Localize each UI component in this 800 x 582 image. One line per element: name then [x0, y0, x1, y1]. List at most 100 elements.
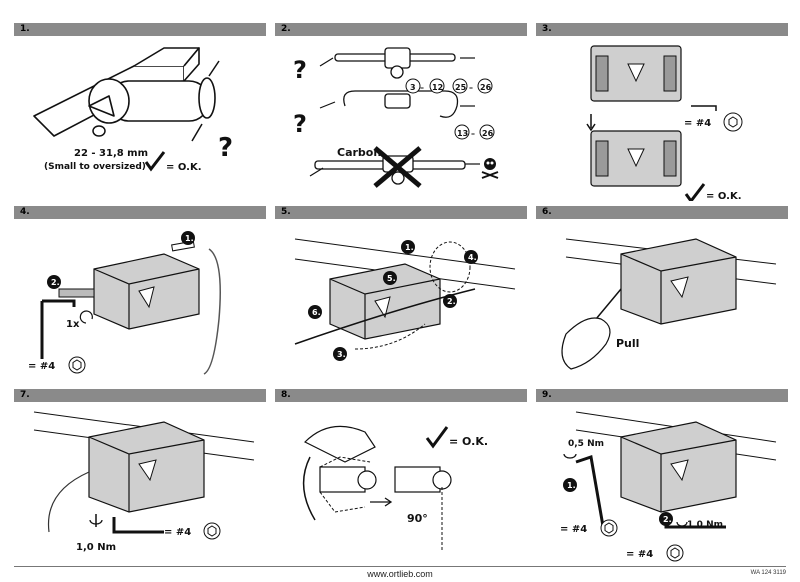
step-number: 7.	[20, 390, 30, 400]
position-label: 26	[482, 129, 494, 138]
position-label: 12	[432, 83, 443, 92]
callout-number: 6.	[312, 308, 321, 317]
step-header-bar: 6.	[536, 206, 788, 219]
rotate-icon	[563, 453, 577, 459]
document-number: WA 124 3119	[750, 570, 786, 576]
dash: –	[469, 83, 473, 92]
position-label: 25	[455, 83, 467, 92]
callout-badge	[443, 294, 457, 308]
step-7-panel: 7. 1,0 Nm = #4	[14, 389, 266, 567]
callout-badge	[308, 305, 322, 319]
step-header-bar: 1.	[14, 23, 266, 36]
callout-number: 1.	[567, 481, 576, 490]
cable-pull-illustration: Pull	[561, 238, 777, 370]
size-note: (Small to oversized)	[44, 162, 146, 172]
wrench-size: = #4	[684, 118, 711, 129]
step-5-panel: 5. 1. 2. 3. 4. 5. 6.	[275, 206, 527, 384]
callout-number: 3.	[337, 350, 346, 359]
step-number: 3.	[542, 24, 552, 34]
step-4-panel: 4. 1. 2. 1x = #4	[14, 206, 266, 384]
callout-badge	[47, 275, 61, 289]
allen-key-icon	[112, 517, 164, 534]
dash: –	[420, 83, 424, 92]
step-9-panel: 9. 0,5 Nm 1. 2. 1,0 Nm = #4 = #4	[536, 389, 788, 567]
question-mark: ?	[293, 110, 307, 138]
step-number: 6.	[542, 207, 552, 217]
callout-badge	[563, 478, 577, 492]
torque-value: 1,0 Nm	[687, 520, 723, 530]
checkmark-icon	[684, 183, 706, 201]
cable-routing-illustration: 1. 2. 3. 4. 5. 6.	[294, 238, 516, 361]
cable-insert-illustration: 1. 2. 1x = #4	[28, 231, 221, 375]
hex-socket-icon	[666, 544, 684, 562]
dash: –	[471, 129, 475, 138]
checkmark-icon	[144, 151, 166, 172]
hand-icon	[561, 317, 611, 370]
hex-socket-icon	[203, 522, 221, 540]
step-header-bar: 3.	[536, 23, 788, 36]
step-3-panel: 3. = #4 = O.K.	[536, 23, 788, 201]
callout-number: 4.	[468, 253, 477, 262]
hex-socket-icon	[723, 112, 743, 132]
position-label: 26	[480, 83, 492, 92]
wrench-size: = #4	[560, 524, 587, 535]
step-number: 5.	[281, 207, 291, 217]
callout-badge	[383, 271, 397, 285]
allen-key-icon	[40, 299, 76, 359]
step-number: 9.	[542, 390, 552, 400]
torque-value: 0,5 Nm	[568, 439, 604, 449]
step-number: 1.	[20, 24, 30, 34]
wrench-size: = #4	[164, 527, 191, 538]
torque-value: 1,0 Nm	[76, 542, 116, 553]
callout-number: 1.	[185, 234, 194, 243]
ok-label: = O.K.	[449, 435, 488, 448]
footer-divider	[14, 566, 786, 567]
wrench-size: = #4	[626, 549, 653, 560]
callout-badge	[181, 231, 195, 245]
carbon-label: Carbon	[337, 146, 381, 159]
question-mark: ?	[293, 56, 307, 84]
ok-label: = O.K.	[706, 191, 742, 201]
pull-label: Pull	[616, 337, 639, 350]
allen-key-icon	[691, 105, 717, 111]
angle-adjust-illustration: 90° = O.K.	[302, 425, 488, 552]
skull-icon	[481, 158, 499, 179]
callout-number: 5.	[387, 274, 396, 283]
step-number: 8.	[281, 390, 291, 400]
step-6-panel: 6. Pull	[536, 206, 788, 384]
diameter-range: 22 - 31,8 mm	[74, 148, 148, 159]
hex-socket-icon	[600, 519, 618, 537]
footer-url[interactable]: www.ortlieb.com	[367, 569, 433, 579]
handlebar-positions-illustration: ? ? 3 – 12 25 – 26 13 – 26 Carbon	[293, 47, 499, 188]
callout-number: 2.	[51, 278, 60, 287]
hand-icon	[303, 425, 376, 463]
handlebar-diameter-illustration: ? 22 - 31,8 mm (Small to oversized) = O.…	[33, 47, 233, 173]
wrench-size: = #4	[28, 361, 55, 372]
allen-key-icon	[575, 455, 606, 533]
turn-count: 1x	[66, 319, 80, 330]
step-header-bar: 2.	[275, 23, 527, 36]
step-header-bar: 9.	[536, 389, 788, 402]
step-2-panel: 2. ? ? 3	[275, 23, 527, 201]
question-mark: ?	[218, 133, 233, 163]
hex-socket-icon	[68, 356, 86, 374]
angle-label: 90°	[407, 512, 428, 525]
step-header-bar: 5.	[275, 206, 527, 219]
ok-label: = O.K.	[166, 162, 202, 173]
step-1-panel: 1. ? 22 - 31,8 mm (Small to oversized) =…	[14, 23, 266, 201]
position-label: 13	[457, 129, 468, 138]
tighten-illustration: 1,0 Nm = #4	[33, 411, 255, 553]
callout-badge	[401, 240, 415, 254]
checkmark-icon	[425, 426, 449, 449]
callout-number: 2.	[447, 297, 456, 306]
step-number: 2.	[281, 24, 291, 34]
callout-number: 1.	[405, 243, 414, 252]
step-number: 4.	[20, 207, 30, 217]
step-8-panel: 8. 90° = O.K.	[275, 389, 527, 567]
callout-badge	[464, 250, 478, 264]
callout-badge	[333, 347, 347, 361]
step-header-bar: 4.	[14, 206, 266, 219]
step-header-bar: 7.	[14, 389, 266, 402]
rotate-icon	[676, 521, 688, 527]
callout-number: 2.	[663, 515, 672, 524]
